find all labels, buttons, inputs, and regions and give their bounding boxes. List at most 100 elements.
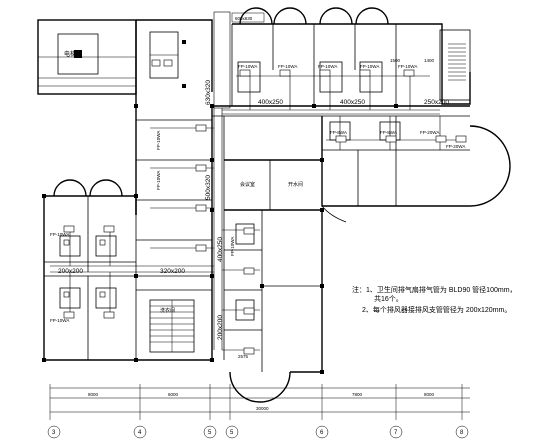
axis-bubble: 3 [47,425,61,439]
axis-number: 5 [208,430,212,436]
fan-coil-tag: FP-8WA [330,130,347,135]
top-wall [232,23,471,105]
fan-coil-unit [103,225,115,233]
room-label: 洗衣间 [160,307,175,314]
axis-number: 8 [460,430,464,436]
south-round-bay [229,371,291,403]
axis-bubble: 6 [315,425,329,439]
fan-coil-unit [63,311,75,319]
axis-number: 7 [394,430,398,436]
fan-coil-unit [385,135,397,143]
fan-coil-unit [279,69,291,77]
note-line-2: 2、每个排风器接排风支管管径为 200x120mm。 [362,305,511,314]
duct-labels: 600x630 630x320 500x320 400x250 200x200 … [58,12,449,359]
dimension-chain: 8000 6000 7800 8000 30000 3 4 5 5 6 7 [47,384,470,439]
axis-bubble: 5 [203,425,217,439]
fan-coil-tag: FP-10WA [156,131,161,150]
duct-size-top-far-right: 250x200 [424,99,449,106]
fan-coil-tag: FP-10WA [156,171,161,190]
axis-bubble: 8 [455,425,469,439]
fan-coil-unit [403,69,415,77]
axis-number: 3 [52,430,56,436]
dimension-value: 8000 [88,392,99,397]
fan-coil-unit [243,307,255,315]
fan-coil-tag: FP-10WA [230,237,235,256]
fan-coil-unit [195,204,207,212]
fan-coil-unit [239,69,251,77]
duct-size-left-wing: 200x200 [58,268,83,275]
fan-coil-unit [335,135,347,143]
duct-size-left-wing: 320x200 [160,268,185,275]
elevator-car-mark [74,50,82,58]
note-line-1b: 共16个。 [374,294,403,303]
dimension-value: 8000 [424,392,435,397]
arch-window [89,179,123,197]
stair-dimension: 1400 [424,58,435,63]
duct-size-vertical: 500x320 [205,175,212,200]
stair-core [439,29,471,101]
fan-coil-unit [195,164,207,172]
south-east-wall [224,209,323,372]
fan-coil-tag: FP-20WA [446,144,465,149]
curved-wall [321,205,347,223]
room-label-elevator: 电梯 [64,50,76,58]
elevator-shaft [57,33,99,75]
fan-coil-unit [195,244,207,252]
fan-coil-unit [63,225,75,233]
ductwork [50,11,467,355]
axis-number: 4 [138,430,142,436]
arch-window [239,7,273,25]
stair-treads-west [149,299,195,353]
top-left-block [136,19,213,92]
fan-coil-unit [455,135,467,143]
duct-size-vertical: 630x320 [205,80,212,105]
small-dimension: 2575 [238,354,249,359]
top-duct-box [231,12,265,23]
fan-coil-tag: FP-10WA [398,64,417,69]
axis-bubble: 5 [225,425,239,439]
duct-size-top-right: 400x250 [340,99,365,106]
fan-coil-unit [319,69,331,77]
axis-number: 5 [230,430,234,436]
note-line-1: 注：1、卫生间排气扇排气管为 BLD90 管径100mm， [352,285,517,294]
fan-coil-tag: FP-10WA [318,64,337,69]
small-dimension: 1500 [390,58,401,63]
duct-size-vertical: 200x200 [217,315,224,340]
fan-coil-unit [359,69,371,77]
east-round-bay [469,125,511,207]
fan-coil-unit [243,267,255,275]
duct-riser [213,11,231,109]
room-label: 开水间 [288,181,303,188]
duct-size-vertical: 400x250 [217,237,224,262]
design-note: 注：1、卫生间排气扇排气管为 BLD90 管径100mm， 共16个。 2、每个… [352,285,517,314]
stair-treads [448,43,466,81]
axis-bubble: 4 [133,425,147,439]
fan-coil-tag: FP-10WA [50,318,69,323]
fan-coil-unit [243,227,255,235]
room-labels: 电梯 会议室 开水间 洗衣间 [64,50,303,314]
dimension-value: 6000 [168,392,179,397]
fan-coil-unit [435,135,447,143]
west-wing [43,195,212,361]
duct-size-top-left: 400x250 [258,99,283,106]
fan-coil-tag: FP-10WA [360,64,379,69]
structural-columns [42,104,398,374]
arch-window [355,7,389,25]
arch-window [319,7,353,25]
fan-coil-unit [243,347,255,355]
dimension-value: 7800 [352,392,363,397]
axis-bubble: 7 [389,425,403,439]
fan-coil-unit [103,311,115,319]
arch-window [273,7,307,25]
fan-coil-tag: FP-10WA [50,232,69,237]
top-duct-label: 600x630 [235,16,253,21]
arch-window [53,179,87,197]
building-walls [37,7,511,403]
dimension-total: 30000 [256,406,269,411]
fan-coil-tag: FP-8WA [380,130,397,135]
fan-coil-unit [195,124,207,132]
fan-coil-tag: FP-20WA [420,130,439,135]
fan-coil-tags: FP-10WA FP-10WA FP-10WA FP-10WA FP-10WA … [50,64,465,323]
washroom-upper [149,31,186,88]
